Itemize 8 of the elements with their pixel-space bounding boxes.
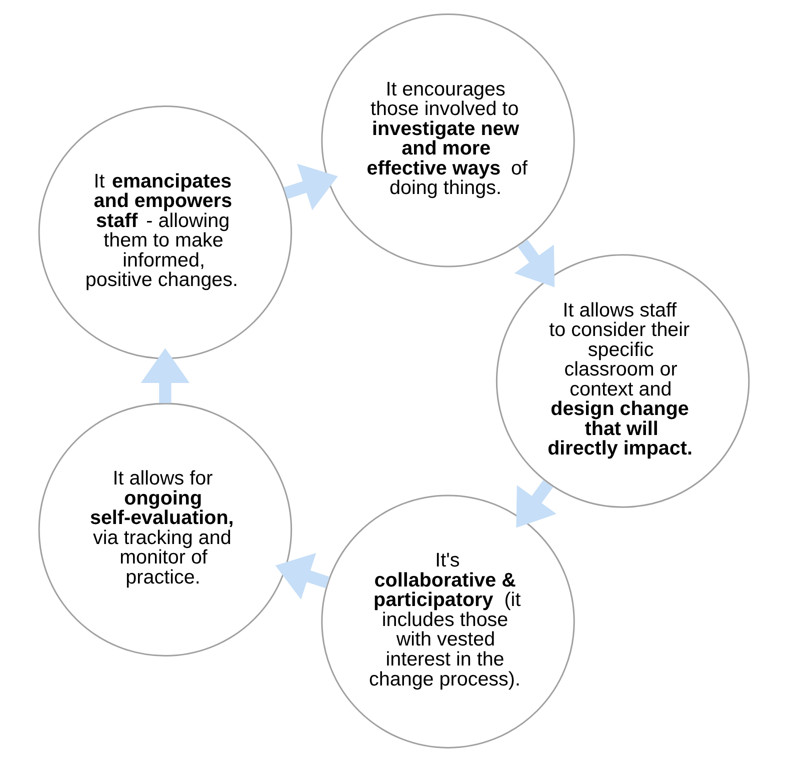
node-circle: It's collaborative & participatory (it includes those with vested interest in the change process). <box>320 494 574 748</box>
arrow <box>274 553 330 600</box>
arrow <box>140 348 190 404</box>
node-circle: It emancipates and empowers staff - allowing them to make informed, positive changes. <box>38 105 292 360</box>
arrow <box>516 480 556 528</box>
arrow <box>514 240 554 288</box>
arrow <box>283 164 338 210</box>
node-circle: It allows for ongoing self-evaluation, via tracking and monitor of practice. <box>38 402 292 657</box>
